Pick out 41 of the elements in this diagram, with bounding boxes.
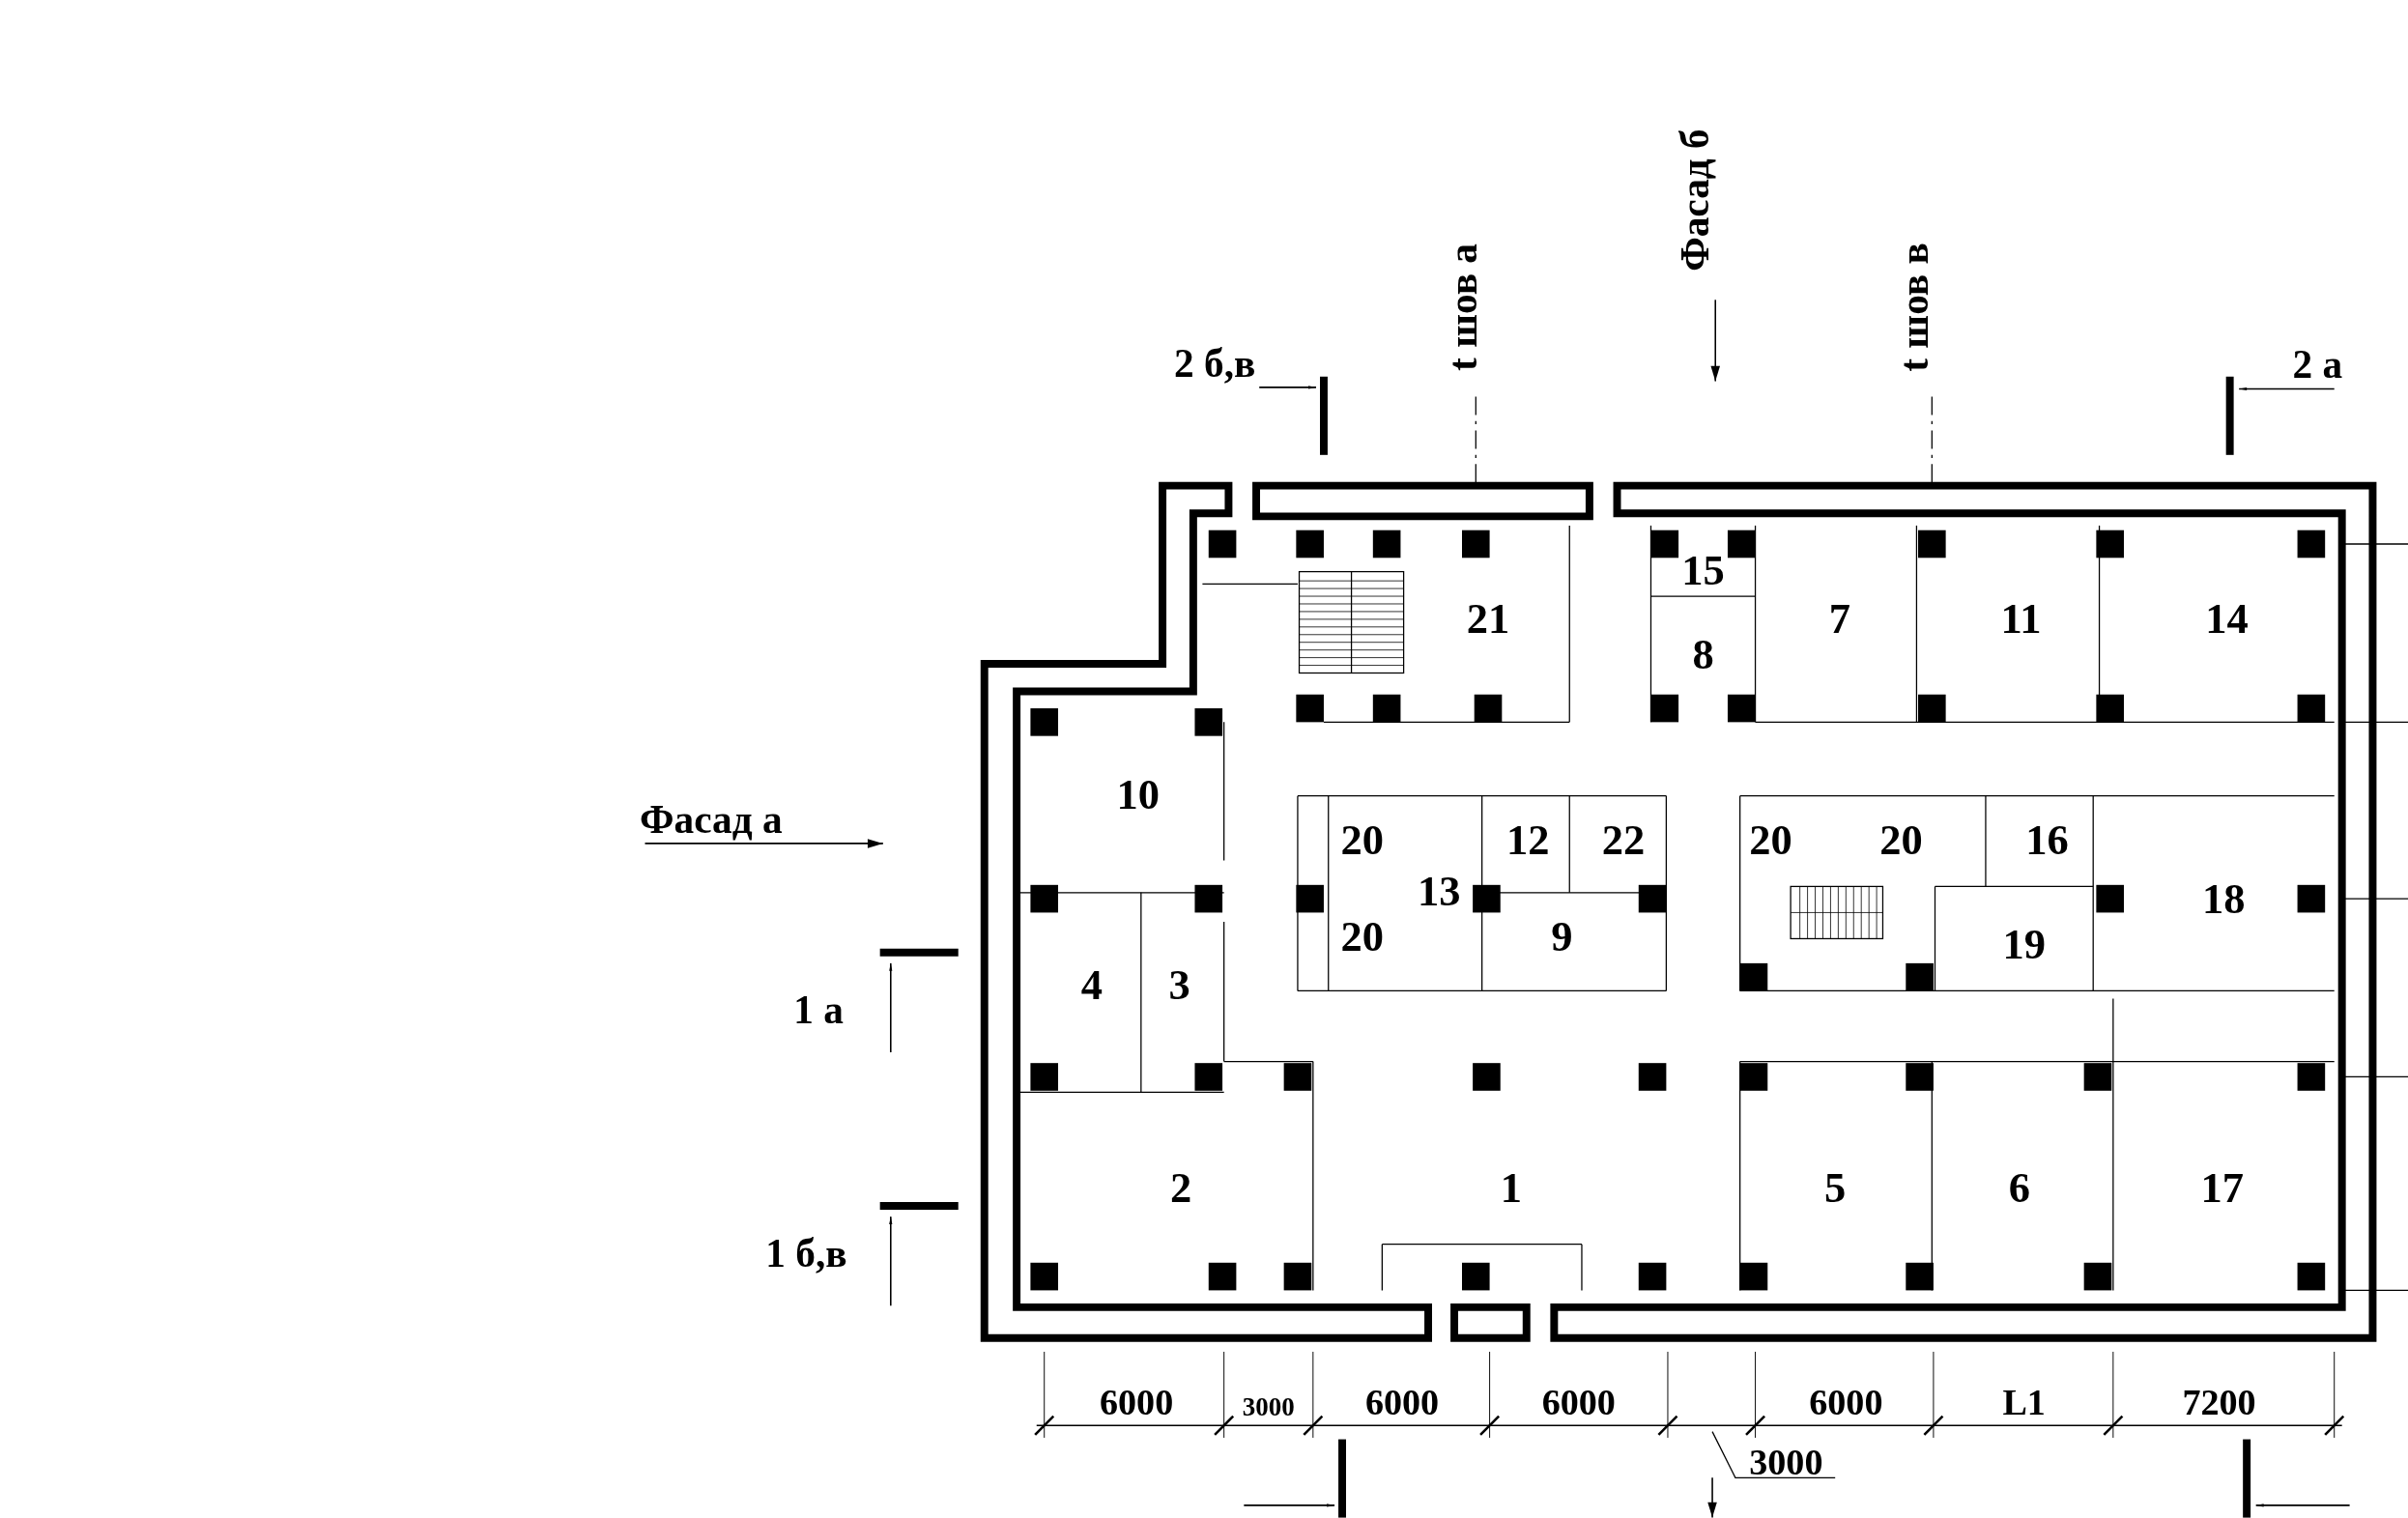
room-number: 20 <box>1340 818 1384 862</box>
room-number: 15 <box>1681 548 1725 591</box>
room-number: 6 <box>2008 1165 2031 1209</box>
room-number: 4 <box>1080 962 1104 1006</box>
room-number: 20 <box>1879 818 1923 862</box>
room-number: 8 <box>1692 632 1714 676</box>
section-label: 2 б,в <box>1174 344 1256 385</box>
room-number: 9 <box>1551 915 1573 959</box>
room-number: 12 <box>1506 818 1550 862</box>
dimension-label: 6000 <box>1364 1383 1440 1421</box>
dimension-label: 6000 <box>1809 1383 1883 1421</box>
dimension-label: 3000 <box>1242 1394 1295 1421</box>
room-number: 20 <box>1749 818 1792 862</box>
room-number: 5 <box>1824 1165 1847 1209</box>
room-number: 14 <box>2205 597 2249 641</box>
dimension-label: 3000 <box>1749 1443 1823 1481</box>
section-label: 1 а <box>793 990 844 1031</box>
dimension-label: 6000 <box>1099 1383 1174 1421</box>
room-number: 1 <box>1500 1165 1522 1209</box>
room-number: 11 <box>2000 597 2042 641</box>
joint-label: t шов а <box>1443 243 1484 371</box>
section-label: 2 а <box>2292 345 2343 386</box>
joint-label: t шов в <box>1895 243 1935 372</box>
room-number: 17 <box>2200 1165 2244 1209</box>
room-number: 20 <box>1340 915 1384 959</box>
section-label: 1 б,в <box>765 1234 847 1275</box>
room-number: 13 <box>1417 869 1461 913</box>
room-number: 21 <box>1466 597 1510 641</box>
facade-label: Фасад б <box>1675 128 1716 272</box>
room-number: 19 <box>2002 923 2046 966</box>
room-number: 3 <box>1168 962 1190 1006</box>
dimension-label: 7200 <box>2182 1383 2256 1421</box>
room-number: 16 <box>2025 818 2069 862</box>
room-number: 7 <box>1828 597 1851 641</box>
dimension-label: L1 <box>2002 1383 2046 1421</box>
room-number: 22 <box>1601 818 1646 862</box>
room-number: 2 <box>1170 1165 1192 1209</box>
room-number: 18 <box>2202 876 2246 920</box>
dimension-label: 6000 <box>1541 1383 1616 1421</box>
facade-label: Фасад а <box>640 800 783 841</box>
room-number: 10 <box>1116 772 1160 816</box>
